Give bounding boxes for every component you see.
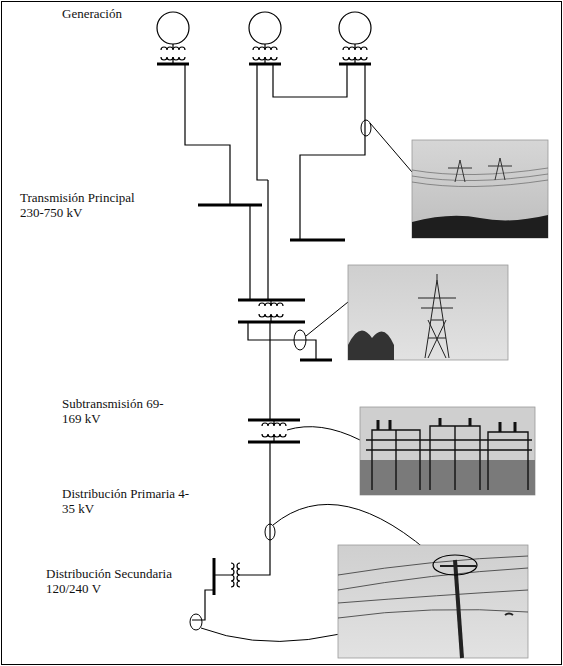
photo-transmission — [412, 140, 548, 238]
line — [273, 64, 347, 97]
photo-subtransmission — [348, 265, 508, 360]
photo-substation-structures — [366, 426, 532, 490]
photo-lamp — [505, 614, 513, 616]
leader-line — [306, 302, 348, 336]
level-label: Distribución Secundaria 120/240 V — [46, 566, 198, 596]
photo-lattice-tower — [418, 274, 456, 358]
photo-crossarm — [440, 565, 476, 567]
bus-bar — [238, 300, 305, 322]
line — [192, 590, 214, 620]
photo-distribution — [338, 545, 528, 658]
photo-frame — [338, 545, 528, 658]
generators — [157, 12, 371, 64]
generator-symbol — [249, 12, 281, 44]
line — [257, 64, 268, 180]
line — [243, 442, 270, 575]
photo-wires — [412, 168, 548, 187]
highlight-ring — [433, 555, 477, 575]
line — [250, 180, 268, 300]
bus-bars — [157, 64, 371, 595]
transformer-symbol — [259, 300, 283, 322]
highlight-ring — [361, 120, 371, 136]
line — [300, 64, 365, 240]
photo-frame — [412, 140, 548, 238]
photo-tower — [448, 158, 512, 182]
bus-bar — [248, 420, 300, 442]
highlight-ring — [265, 524, 275, 540]
photo-trees — [348, 330, 394, 360]
level-label: Distribución Primaria 4-35 kV — [62, 486, 202, 516]
generator-symbol — [157, 12, 189, 44]
photo-substation — [360, 407, 535, 495]
leader-line — [370, 123, 412, 172]
level-label: Transmisión Principal 230-750 kV — [20, 190, 160, 220]
level-label: Generación — [62, 6, 182, 21]
bus-bar — [290, 239, 345, 242]
transformer-symbol — [214, 563, 243, 587]
highlight-ring — [190, 614, 202, 630]
line — [269, 322, 270, 420]
level-label: Subtransmisión 69-169 kV — [62, 396, 174, 426]
photo-ground — [412, 215, 548, 238]
network-lines — [185, 64, 365, 620]
highlight-ring — [294, 330, 306, 350]
line — [185, 64, 230, 205]
photo-insulators — [378, 418, 515, 432]
line — [248, 322, 316, 360]
leader-line — [287, 427, 360, 440]
photo-frame — [348, 265, 508, 360]
photo-wires — [338, 556, 528, 618]
generator-symbol — [339, 12, 371, 44]
transformer-symbol — [262, 420, 286, 442]
photo-ground — [360, 460, 535, 495]
bus-bar — [157, 63, 371, 66]
photo-frame — [360, 407, 535, 495]
